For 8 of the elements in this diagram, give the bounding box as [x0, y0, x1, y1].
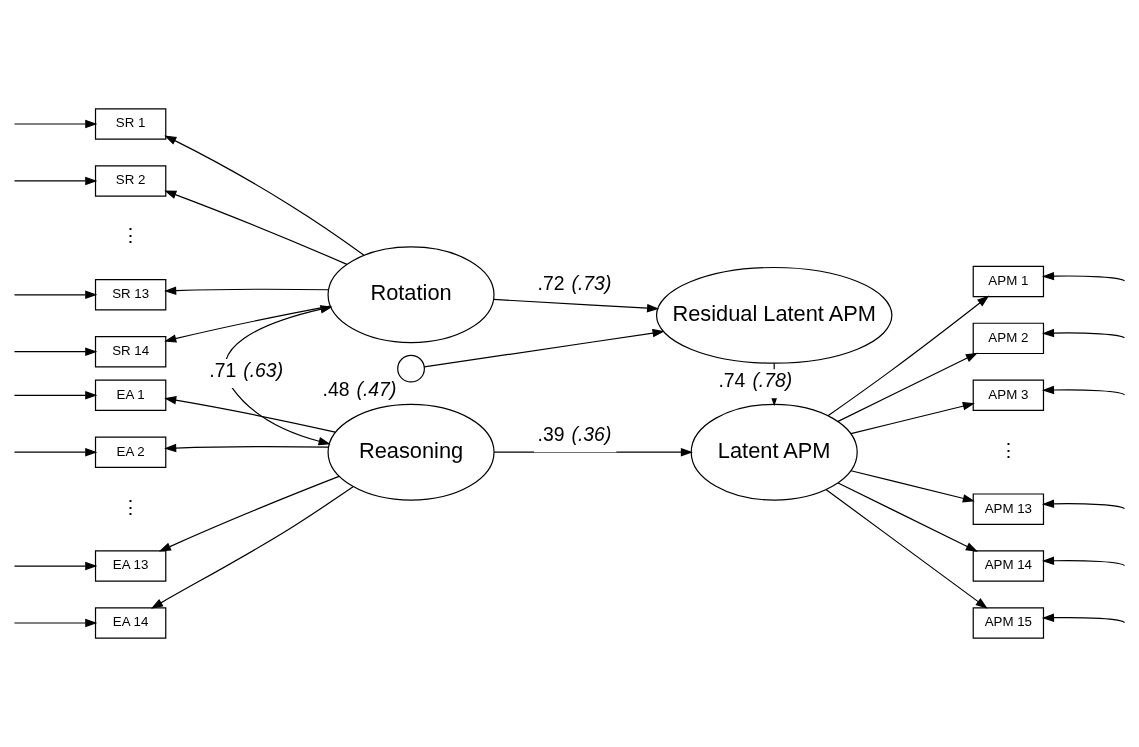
- edge-label: .39 (.36): [537, 423, 612, 446]
- node-label: .48 (.47): [322, 378, 397, 401]
- label: ⋮: [121, 495, 141, 518]
- label: ⋮: [121, 224, 141, 247]
- edge-label: .71 (.63): [209, 358, 284, 381]
- edge-label: .74 (.78): [718, 369, 793, 392]
- edge-label: .72 (.73): [537, 271, 612, 294]
- label: ⋮: [998, 438, 1018, 461]
